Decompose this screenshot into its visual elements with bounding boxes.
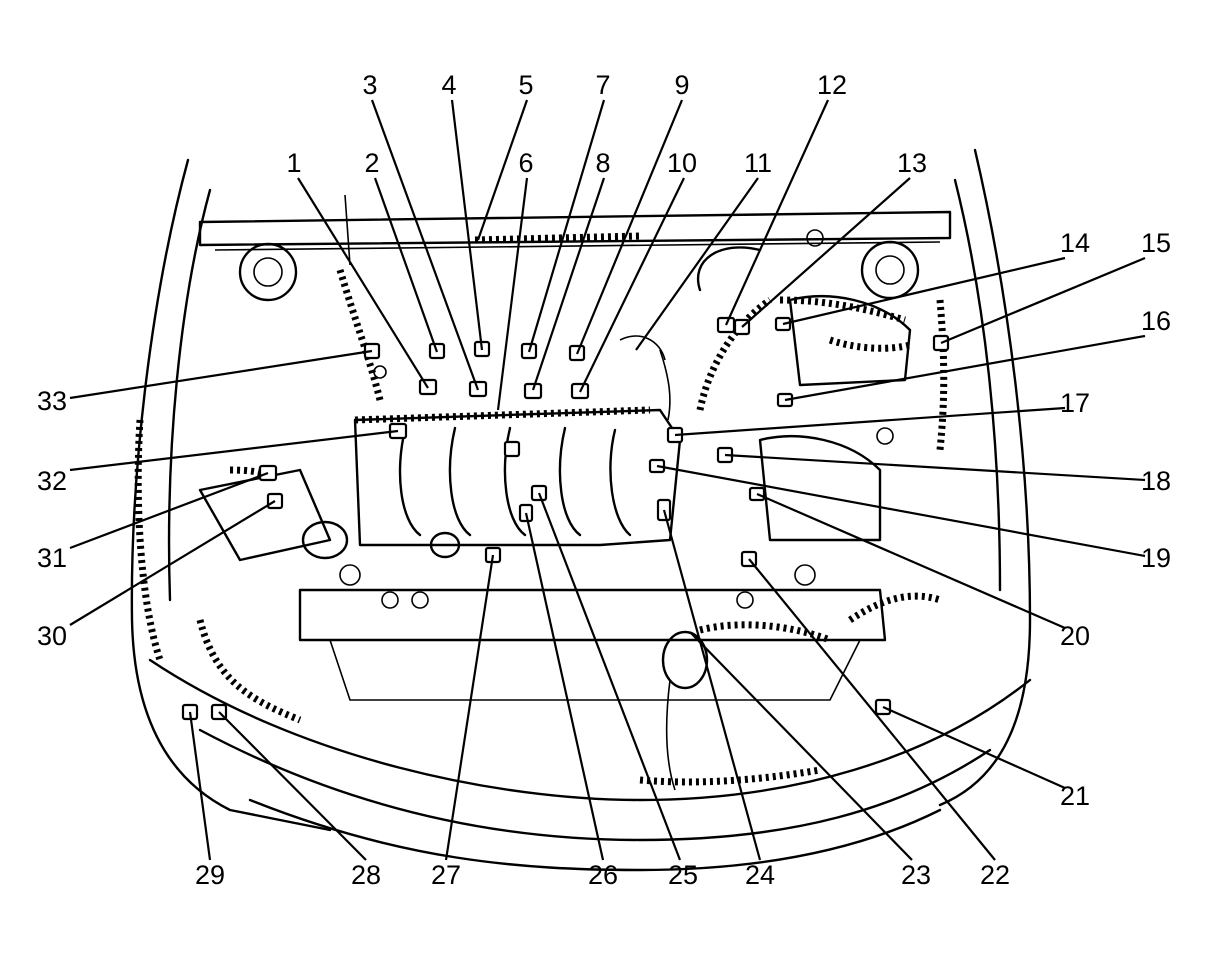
- callout-22: 22: [980, 860, 1010, 890]
- callout-25: 25: [668, 860, 698, 890]
- callout-20: 20: [1060, 621, 1090, 651]
- callout-29: 29: [195, 860, 225, 890]
- callout-19: 19: [1141, 543, 1171, 573]
- callout-3: 3: [362, 70, 377, 100]
- callout-15: 15: [1141, 228, 1171, 258]
- callout-10: 10: [667, 148, 697, 178]
- callout-28: 28: [351, 860, 381, 890]
- callout-7: 7: [595, 70, 610, 100]
- callout-6: 6: [518, 148, 533, 178]
- callout-17: 17: [1060, 388, 1090, 418]
- callout-24: 24: [745, 860, 775, 890]
- callout-11: 11: [744, 148, 772, 178]
- callout-14: 14: [1060, 228, 1090, 258]
- callout-4: 4: [441, 70, 456, 100]
- callout-leader-lines: [69, 99, 1146, 861]
- callout-31: 31: [37, 543, 67, 573]
- callout-30: 30: [37, 621, 67, 651]
- callout-1: 1: [286, 148, 301, 178]
- callout-5: 5: [518, 70, 533, 100]
- callout-labels: 1 2 3 4 5 6 7 8 9 10 11 12 13 14 15 16 1…: [37, 70, 1171, 890]
- callout-13: 13: [897, 148, 927, 178]
- callout-16: 16: [1141, 306, 1171, 336]
- callout-18: 18: [1141, 466, 1171, 496]
- callout-23: 23: [901, 860, 931, 890]
- callout-32: 32: [37, 466, 67, 496]
- callout-33: 33: [37, 386, 67, 416]
- callout-27: 27: [431, 860, 461, 890]
- callout-26: 26: [588, 860, 618, 890]
- callout-12: 12: [817, 70, 847, 100]
- callout-2: 2: [364, 148, 379, 178]
- callout-8: 8: [595, 148, 610, 178]
- callout-21: 21: [1060, 781, 1090, 811]
- callout-9: 9: [674, 70, 689, 100]
